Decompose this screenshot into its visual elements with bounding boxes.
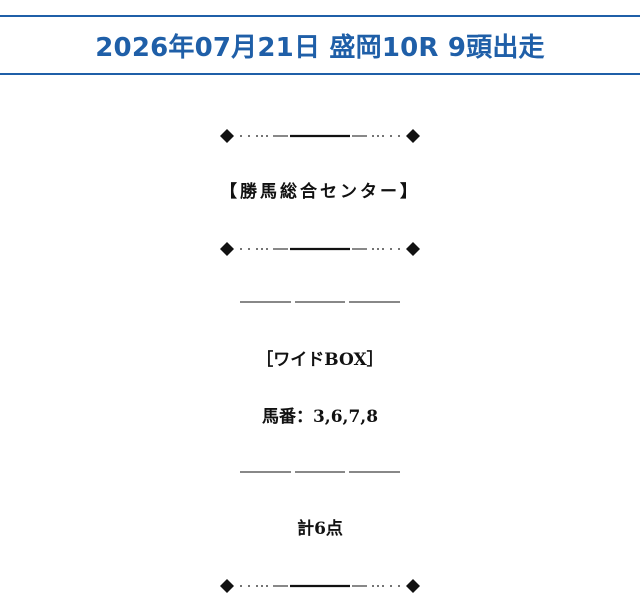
- horse-numbers: 馬番：3,6,7,8: [261, 407, 379, 427]
- total-points: 計6点: [297, 519, 343, 539]
- bet-type: ［ワイドBOX］: [256, 350, 384, 370]
- horizontal-rule-top: [0, 300, 640, 304]
- ornament-divider-bottom: [0, 576, 640, 596]
- page-header: 2026年07月21日 盛岡10R 9頭出走: [0, 15, 640, 75]
- ornament-divider-top: [0, 126, 640, 146]
- horizontal-rule-bottom: [0, 470, 640, 474]
- ornament-divider-middle: [0, 239, 640, 259]
- center-name: 【勝馬総合センター】: [220, 182, 420, 202]
- race-title: 2026年07月21日 盛岡10R 9頭出走: [95, 32, 545, 63]
